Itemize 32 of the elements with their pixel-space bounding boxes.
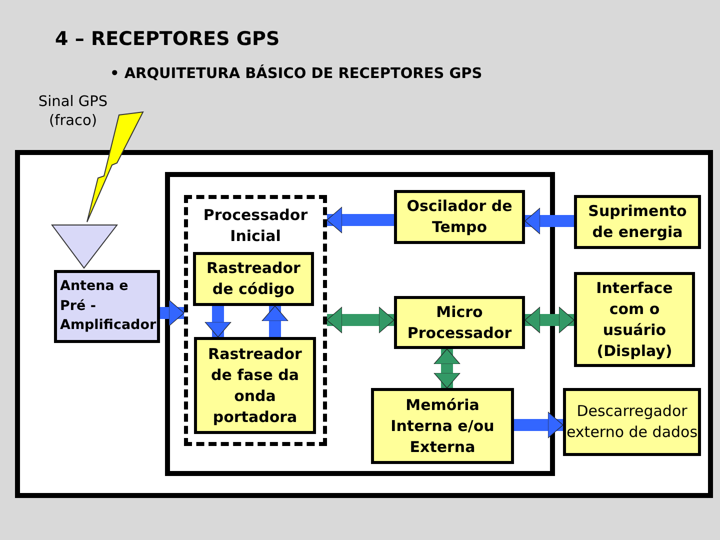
process-box xyxy=(394,190,525,244)
block-arrow xyxy=(514,412,564,438)
box-label: Micro Processador xyxy=(406,302,513,344)
receiver-box xyxy=(165,172,555,476)
box-label: Antena e Pré - Amplificador xyxy=(60,277,156,336)
box-label: Rastreador de código xyxy=(206,258,302,300)
block-arrow xyxy=(434,348,460,388)
group-heading: Processador Inicial xyxy=(202,205,309,247)
box-label: Descarregador externo de dados xyxy=(566,401,698,443)
processor-group xyxy=(184,195,327,446)
block-arrow xyxy=(524,208,574,234)
process-box xyxy=(193,252,314,306)
box-label: Oscilador de Tempo xyxy=(406,196,514,238)
block-arrow xyxy=(524,306,574,334)
process-box xyxy=(394,296,525,349)
block-arrow xyxy=(262,306,288,337)
process-box xyxy=(574,272,695,367)
slide-title: 4 – RECEPTORES GPS xyxy=(55,28,280,50)
signal-label: Sinal GPS (fraco) xyxy=(37,93,109,131)
subtitle: • ARQUITETURA BÁSICO DE RECEPTORES GPS xyxy=(110,66,482,82)
process-box xyxy=(574,195,701,249)
block-arrow xyxy=(204,306,232,338)
block-arrow xyxy=(326,206,394,234)
box-label: Interface com o usuário (Display) xyxy=(595,278,674,362)
box-label: Suprimento de energia xyxy=(587,201,688,243)
box-label: Rastreador de fase da onda portadora xyxy=(207,344,303,428)
block-arrow xyxy=(160,300,184,326)
block-arrow xyxy=(326,306,394,334)
process-box xyxy=(371,388,514,464)
process-box xyxy=(194,337,316,434)
box-label: Memória Interna e/ou Externa xyxy=(390,394,496,458)
process-box xyxy=(563,388,701,456)
